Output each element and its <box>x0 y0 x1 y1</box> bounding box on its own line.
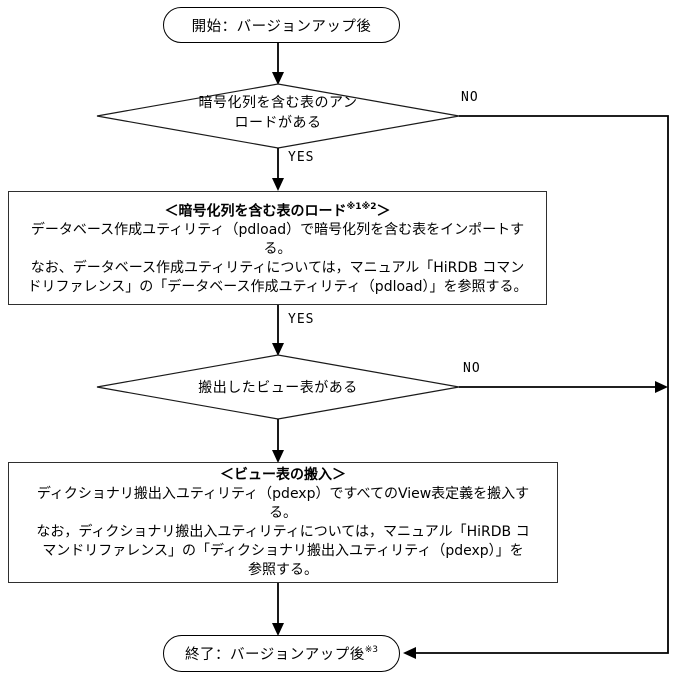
process1-title-text: ＜暗号化列を含む表のロード <box>164 203 347 220</box>
yes-label-2: YES <box>288 312 315 327</box>
no-label-2: NO <box>463 361 481 376</box>
decision1-text: 暗号化列を含む表のアン ロードがある <box>130 93 426 133</box>
decision1-line2: ロードがある <box>234 115 322 131</box>
process1-title-close: ＞ <box>376 203 391 220</box>
process2-line: ディクショナリ搬出入ユティリティ（pdexp）ですべてのView表定義を搬入す <box>36 485 530 502</box>
arrow-decision1-to-process1 <box>272 148 284 191</box>
arrow-process2-to-end <box>272 583 284 636</box>
decision1-line1: 暗号化列を含む表のアン <box>198 95 358 111</box>
no2-connector <box>459 381 668 393</box>
end-terminator: 終了：バージョンアップ後※3 <box>163 635 400 672</box>
process1-line: なお、データベース作成ユティリティについては，マニュアル「HiRDB コマン <box>30 260 525 277</box>
process2-line: る。 <box>269 504 297 521</box>
end-label: 終了：バージョンアップ後※3 <box>185 643 378 664</box>
end-label-text: 終了：バージョンアップ後 <box>185 647 365 663</box>
arrow-process1-to-decision2 <box>272 305 284 356</box>
process1-line: ドリファレンス」の「データベース作成ユティリティ（pdload）」を参照する。 <box>27 279 528 296</box>
process1-line: る。 <box>263 241 292 258</box>
decision2-text: 搬出したビュー表がある <box>198 380 358 396</box>
process2-line: 参照する。 <box>248 561 318 578</box>
start-terminator: 開始：バージョンアップ後 <box>163 7 400 43</box>
start-label: 開始：バージョンアップ後 <box>191 18 372 35</box>
process2-line: マンドリファレンス」の「ディクショナリ搬出入ユティリティ（pdexp）」を <box>42 542 524 559</box>
process1-line: データベース作成ユティリティ（pdload）で暗号化列を含む表をインポートす <box>30 222 525 239</box>
arrow-decision2-to-process2 <box>272 419 284 463</box>
process1-title: ＜暗号化列を含む表のロード※1※2＞ <box>9 199 546 222</box>
no1-connector <box>403 115 669 659</box>
process-load-encrypted-table: ＜暗号化列を含む表のロード※1※2＞ データベース作成ユティリティ（pdload… <box>8 191 547 305</box>
arrow-start-to-decision1 <box>272 43 284 85</box>
process1-title-superscript: ※1※2 <box>346 201 377 212</box>
process-import-view-tables: ＜ビュー表の搬入＞ ディクショナリ搬出入ユティリティ（pdexp）ですべてのVi… <box>8 462 558 583</box>
yes-label-1: YES <box>288 150 315 165</box>
no-label-1: NO <box>461 90 479 105</box>
end-label-superscript: ※3 <box>364 645 378 656</box>
process2-line: なお，ディクショナリ搬出入ユティリティについては，マニュアル「HiRDB コ <box>36 523 530 540</box>
process2-title: ＜ビュー表の搬入＞ <box>220 466 346 483</box>
